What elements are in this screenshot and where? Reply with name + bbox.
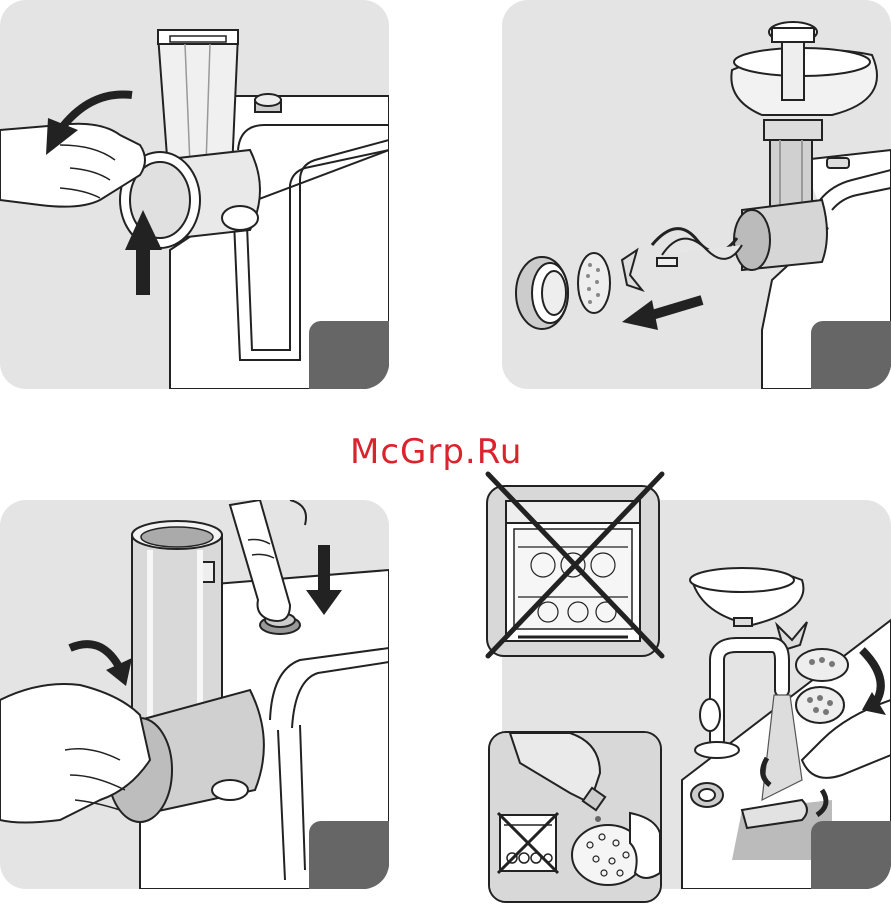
detergent-sponge-icon xyxy=(490,733,660,901)
step-tab xyxy=(309,321,389,389)
panel-disassemble-grinder xyxy=(502,0,891,389)
panel-release-slicer xyxy=(0,500,389,889)
step-tab xyxy=(309,821,389,889)
cross-out-icon xyxy=(480,468,670,660)
step-tab xyxy=(811,321,891,389)
step-tab xyxy=(811,821,891,889)
panel-remove-slicer xyxy=(0,0,389,389)
hand-wash-detergent-inset xyxy=(488,731,662,903)
watermark: McGrp.Ru xyxy=(350,432,522,472)
